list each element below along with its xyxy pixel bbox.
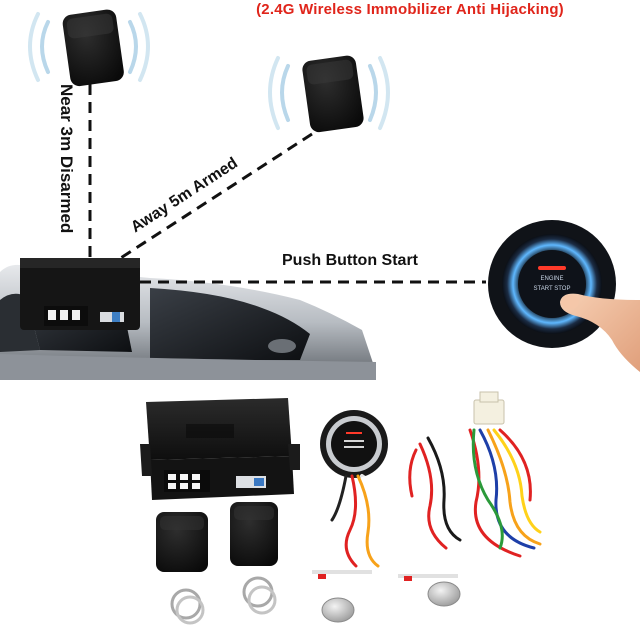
key-fob-product-right [230,502,278,566]
engine-label: ENGINE [540,276,563,282]
key-rings [170,576,277,625]
finger [560,293,640,372]
coin-batteries [321,581,461,623]
signal-waves-fob-right [268,56,390,130]
control-module-top [20,258,140,330]
label-push-button-start: Push Button Start [282,252,418,269]
banner-title: (2.4G Wireless Immobilizer Anti Hijackin… [256,1,564,18]
line-away [95,132,313,276]
connection-lines [88,84,486,284]
signal-waves-fob-left [28,12,150,82]
push-start-button-product [320,410,388,478]
label-near-disarmed: Near 3m Disarmed [57,84,76,234]
key-fob-left [62,9,124,87]
key-fob-product-left [156,512,208,572]
harness-connector [473,391,505,425]
key-fob-right [302,55,364,133]
wiring-harness [330,428,542,568]
control-module-product [140,398,300,500]
start-stop-label: START STOP [534,286,571,292]
push-start-button-photo: ENGINE START STOP [488,220,616,348]
fuse-bags [312,570,458,581]
